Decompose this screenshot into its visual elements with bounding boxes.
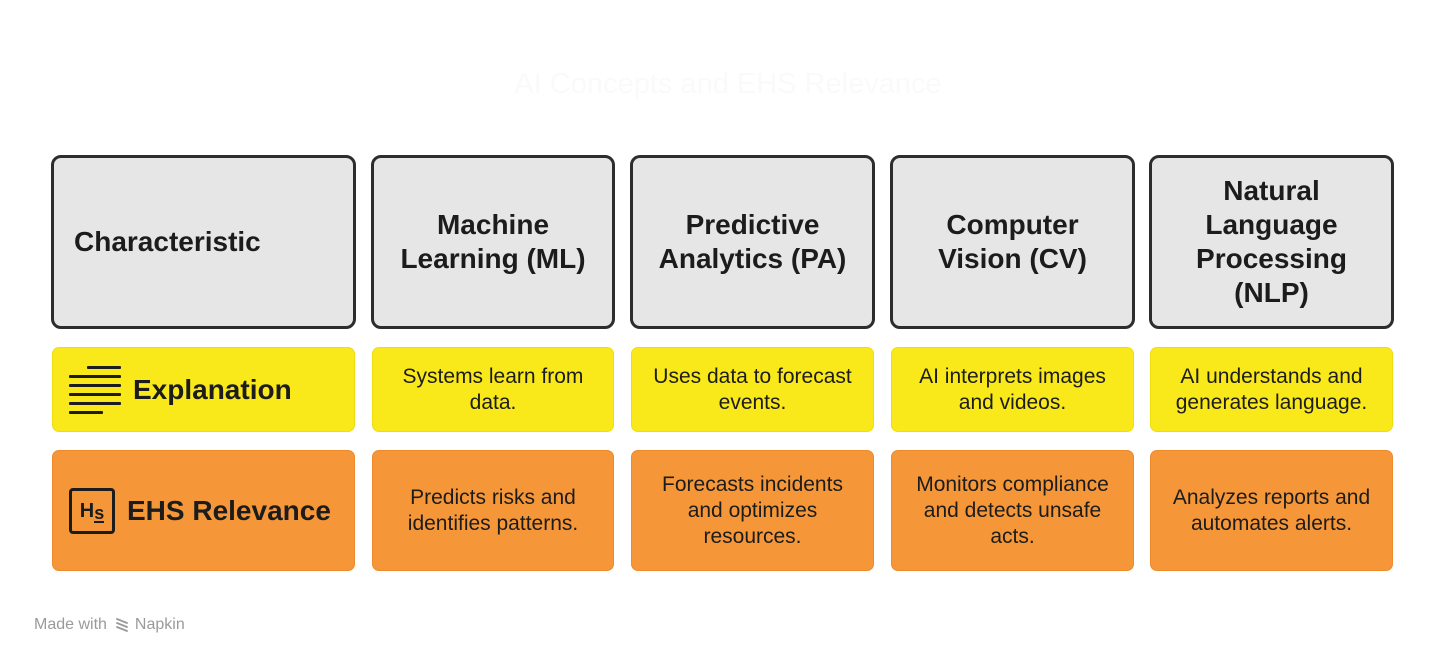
explanation-label: Explanation: [133, 373, 292, 405]
relevance-label: EHS Relevance: [127, 494, 331, 526]
hs-logo-letter-h: H: [79, 499, 95, 522]
header-predictive-analytics: Predictive Analytics (PA): [630, 155, 875, 329]
hs-logo-letter-s: s: [94, 502, 105, 523]
made-with-napkin-footer[interactable]: Made with Napkin: [34, 616, 185, 634]
header-machine-learning: Machine Learning (ML): [371, 155, 615, 329]
relevance-cell-pa: Forecasts incidents and optimizes resour…: [631, 450, 874, 571]
explanation-cell-nlp: AI understands and generates language.: [1150, 347, 1393, 432]
relevance-cell-nlp: Analyzes reports and automates alerts.: [1150, 450, 1393, 571]
diagram-title: AI Concepts and EHS Relevance: [514, 68, 942, 100]
header-natural-language-processing: Natural Language Processing (NLP): [1149, 155, 1394, 329]
napkin-brand-text: Napkin: [134, 616, 185, 633]
explanation-cell-pa: Uses data to forecast events.: [631, 347, 874, 432]
explanation-cell-cv: AI interprets images and videos.: [891, 347, 1134, 432]
explanation-cell-ml: Systems learn from data.: [372, 347, 614, 432]
explanation-row-label: Explanation: [52, 347, 355, 432]
relevance-cell-cv: Monitors compliance and detects unsafe a…: [891, 450, 1134, 571]
header-computer-vision: Computer Vision (CV): [890, 155, 1135, 329]
header-characteristic: Characteristic: [51, 155, 356, 329]
made-with-text: Made with: [34, 616, 107, 633]
relevance-cell-ml: Predicts risks and identifies patterns.: [372, 450, 614, 571]
napkin-logo-icon: [116, 618, 128, 632]
text-lines-icon: [69, 365, 121, 414]
